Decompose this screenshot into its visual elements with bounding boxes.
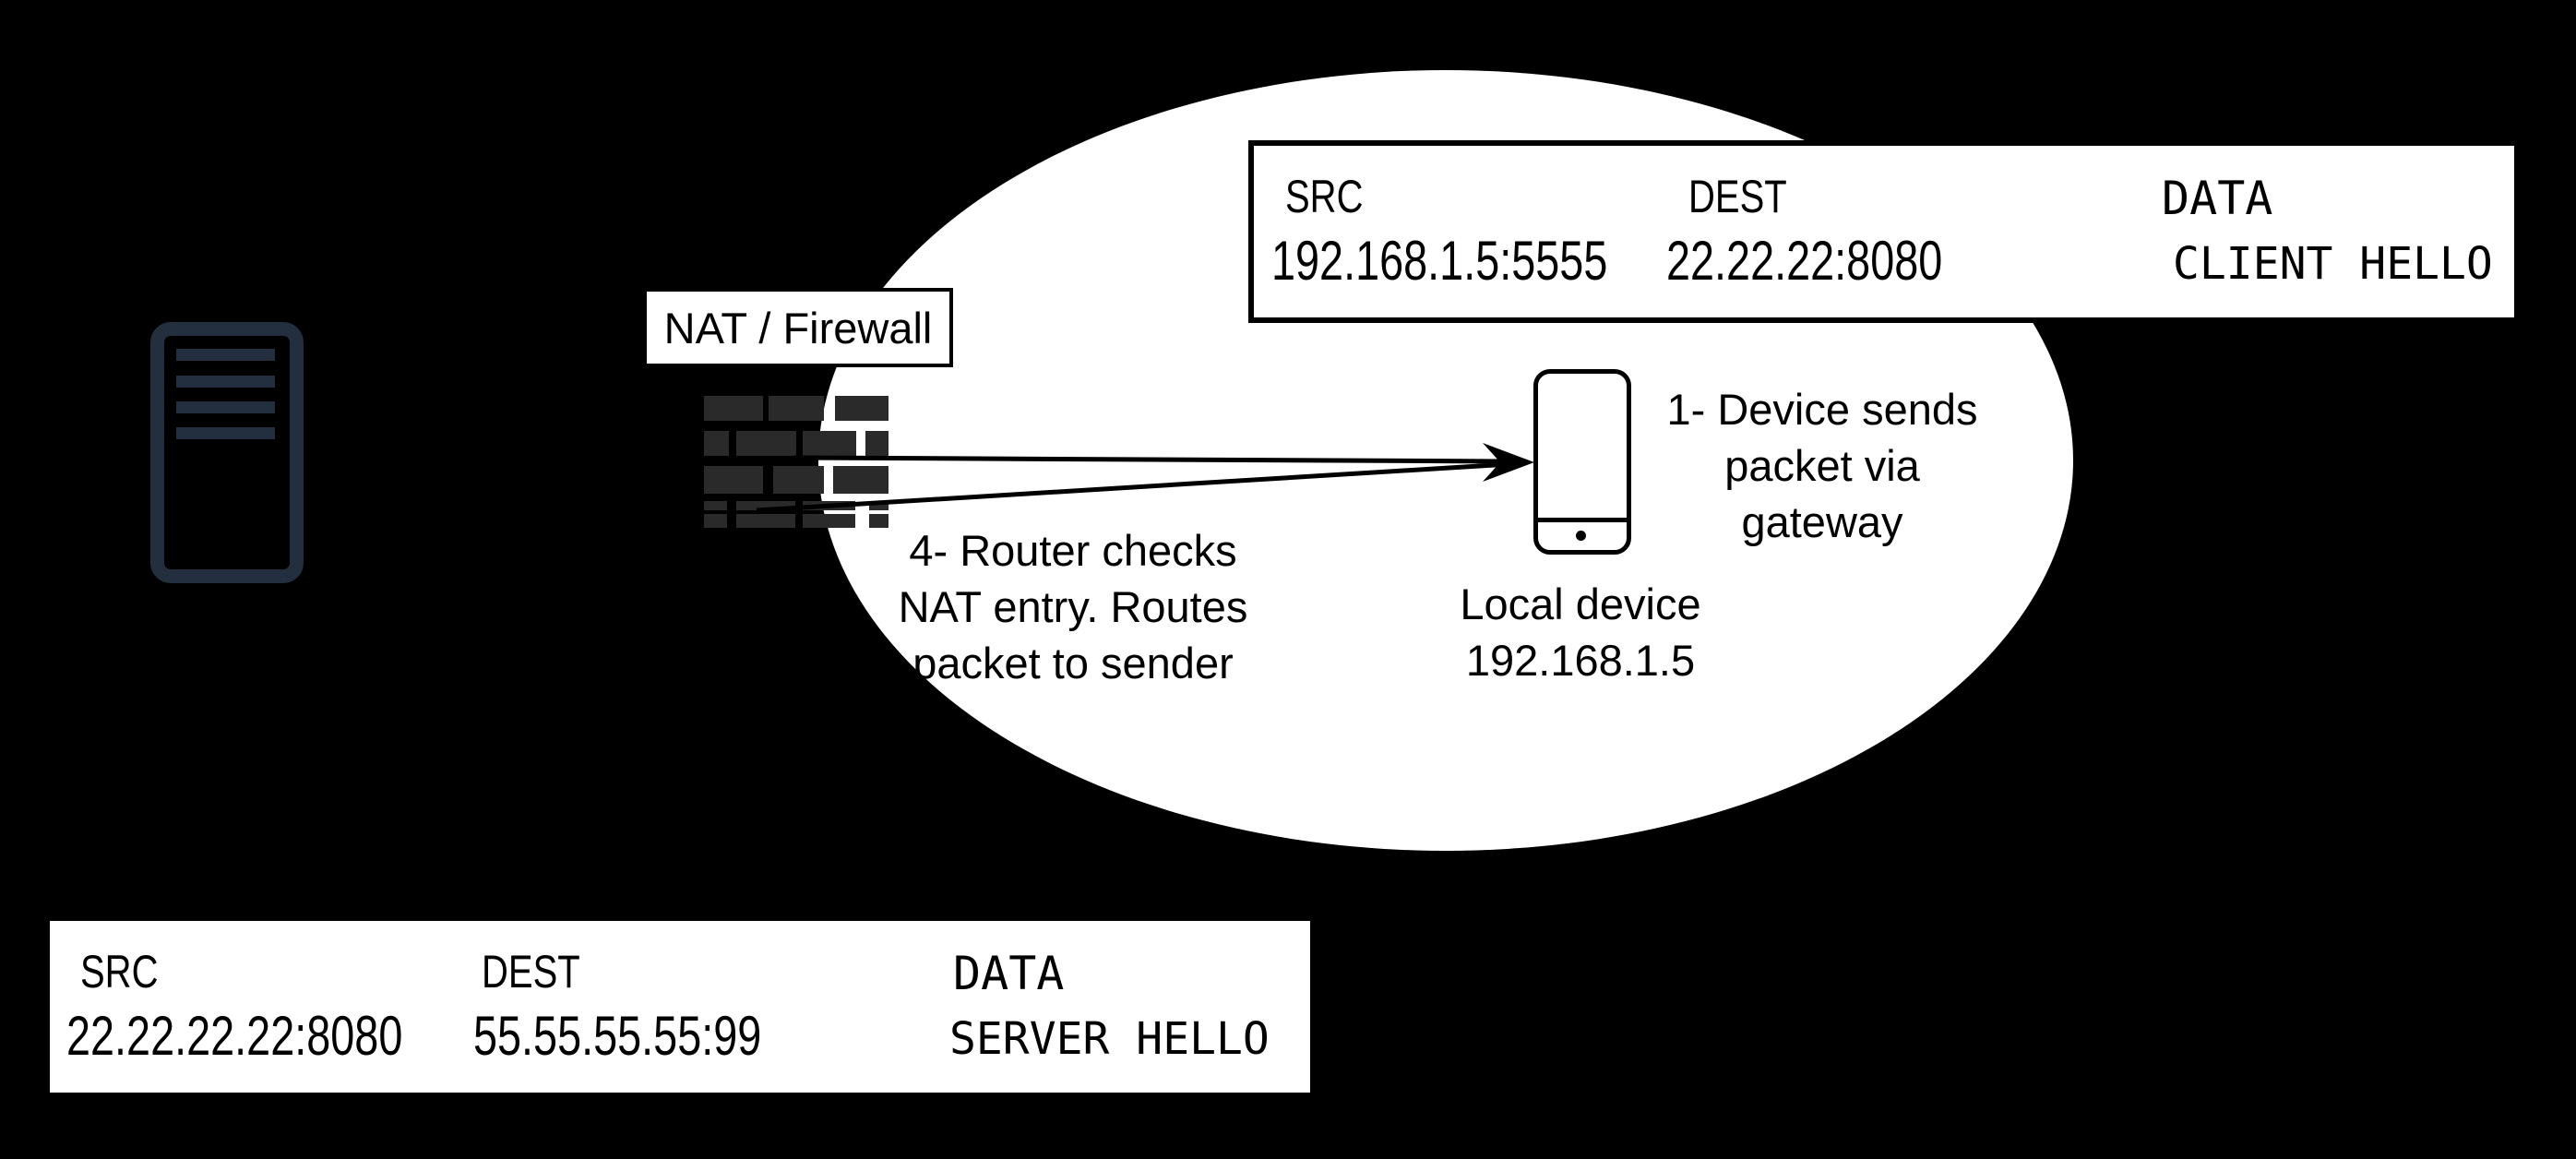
response-dest-value: 55.55.55.55:99 xyxy=(473,1005,762,1067)
step4-annotation: 4- Router checks NAT entry. Routes packe… xyxy=(899,522,1248,691)
response-data-header: DATA xyxy=(953,947,1065,1000)
firewall-brick xyxy=(736,514,795,528)
firewall-brick xyxy=(869,514,888,528)
local-device-name: Local device xyxy=(1460,580,1701,628)
step4-line1: 4- Router checks xyxy=(909,526,1237,575)
firewall-brick xyxy=(704,501,727,510)
firewall-brick xyxy=(803,501,855,510)
firewall-brick xyxy=(704,431,729,456)
request-src-value: 192.168.1.5:5555 xyxy=(1271,230,1608,292)
smartphone-home-button xyxy=(1576,531,1586,541)
server-slot-bar xyxy=(176,349,275,361)
firewall-brick xyxy=(773,466,824,494)
response-packet-table: SRC DEST DATA 22.22.22.22:8080 55.55.55.… xyxy=(44,915,1316,1098)
firewall-brick xyxy=(704,396,763,421)
server-slot-bar xyxy=(176,401,275,413)
firewall-brick-wall-icon xyxy=(704,396,888,528)
server-icon xyxy=(150,322,304,583)
nat-firewall-label-text: NAT / Firewall xyxy=(663,303,933,352)
firewall-brick xyxy=(803,514,855,528)
step1-line1: 1- Device sends xyxy=(1666,385,1978,434)
step1-annotation: 1- Device sends packet via gateway xyxy=(1667,381,1978,550)
request-packet-table: SRC DEST DATA 192.168.1.5:5555 22.22.22:… xyxy=(1248,140,2520,323)
request-data-value: CLIENT HELLO xyxy=(2173,238,2493,290)
step4-line2: NAT entry. Routes xyxy=(898,582,1248,631)
firewall-brick xyxy=(869,501,888,510)
response-src-value: 22.22.22.22:8080 xyxy=(66,1005,403,1067)
local-device-label: Local device 192.168.1.5 xyxy=(1460,576,1700,688)
step4-line3: packet to sender xyxy=(912,639,1234,687)
step1-line2: packet via xyxy=(1724,441,1920,490)
firewall-brick xyxy=(769,396,824,421)
request-src-header: SRC xyxy=(1285,171,1364,222)
firewall-brick xyxy=(704,514,727,528)
firewall-brick xyxy=(835,396,888,421)
nat-firewall-label: NAT / Firewall xyxy=(643,288,953,367)
request-dest-header: DEST xyxy=(1688,171,1787,222)
firewall-brick xyxy=(865,431,888,456)
smartphone-icon xyxy=(1533,369,1631,555)
server-slot-bar xyxy=(176,376,275,388)
firewall-brick xyxy=(803,431,856,456)
response-src-header: SRC xyxy=(80,946,159,998)
local-device-ip: 192.168.1.5 xyxy=(1465,636,1696,685)
firewall-brick xyxy=(833,466,888,494)
request-data-header: DATA xyxy=(2162,172,2273,225)
firewall-brick xyxy=(736,501,795,510)
response-dest-header: DEST xyxy=(482,946,580,998)
smartphone-screen-divider xyxy=(1538,518,1627,522)
request-dest-value: 22.22.22:8080 xyxy=(1666,230,1943,292)
response-data-value: SERVER HELLO xyxy=(949,1013,1270,1065)
firewall-brick xyxy=(704,466,763,494)
step1-line3: gateway xyxy=(1741,497,1903,546)
firewall-brick xyxy=(736,431,796,456)
server-slot-bar xyxy=(176,427,275,439)
